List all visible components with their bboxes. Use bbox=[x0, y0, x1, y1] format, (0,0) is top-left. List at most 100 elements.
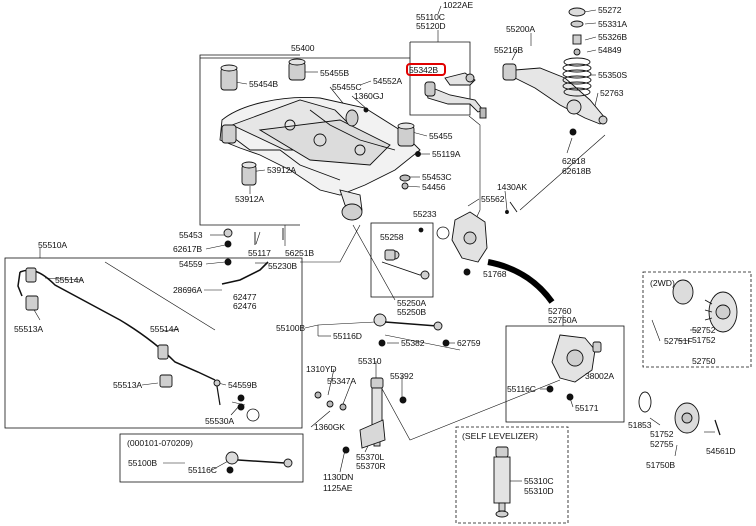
part-label-55326b: 55326B bbox=[598, 32, 628, 42]
part-label-51853: 51853 bbox=[628, 420, 652, 430]
part-label-55216b: 55216B bbox=[494, 45, 524, 55]
part-label-1125ae: 1125AE bbox=[323, 483, 353, 493]
part-label-52760: 52760 bbox=[548, 306, 572, 316]
part-label-55117: 55117 bbox=[248, 248, 271, 258]
bracket-62477 bbox=[221, 228, 284, 285]
part-label-52763: 52763 bbox=[600, 88, 624, 98]
part-label-55382: 55382 bbox=[401, 338, 425, 348]
part-label-54561d: 54561D bbox=[706, 446, 736, 456]
part-label-52750: 52750 bbox=[692, 356, 716, 366]
lower-link bbox=[373, 313, 450, 347]
part-label-28696a: 28696A bbox=[173, 285, 203, 295]
part-label-52751f: 52751F bbox=[664, 336, 693, 346]
subframe bbox=[219, 97, 421, 221]
part-label-51752a: 51752 bbox=[692, 335, 716, 345]
part-label-51750b: 51750B bbox=[646, 460, 676, 470]
connector-lines bbox=[104, 115, 606, 441]
part-label-53912a1: 53912A bbox=[267, 165, 297, 175]
part-label-55347a: 55347A bbox=[327, 376, 357, 386]
highlight-box bbox=[406, 63, 446, 76]
part-label-52750a: 52750A bbox=[548, 315, 578, 325]
part-label-55120d: 55120D bbox=[416, 21, 446, 31]
part-label-55513a1: 55513A bbox=[14, 324, 44, 334]
part-label-1360gj: 1360GJ bbox=[354, 91, 384, 101]
part-label-55230b: 55230B bbox=[268, 261, 298, 271]
subframe-bracket bbox=[199, 54, 300, 226]
date-range-title: (000101-070209) bbox=[127, 438, 193, 448]
part-label-55110c: 55110C bbox=[416, 12, 445, 22]
part-label-1360gk: 1360GK bbox=[314, 422, 345, 432]
part-label-55100b2: 55100B bbox=[128, 458, 158, 468]
part-label-55513a2: 55513A bbox=[113, 380, 143, 390]
part-label-55310c: 55310C bbox=[524, 476, 554, 486]
part-label-55250b: 55250B bbox=[397, 307, 427, 317]
part-label-55370r: 55370R bbox=[356, 461, 386, 471]
coil-spring bbox=[562, 7, 592, 97]
knuckle-center bbox=[451, 201, 518, 276]
part-label-56251b: 56251B bbox=[285, 248, 315, 258]
part-label-55510a: 55510A bbox=[38, 240, 68, 250]
part-label-55514a2: 55514A bbox=[150, 324, 180, 334]
part-label-51768: 51768 bbox=[483, 269, 507, 279]
part-label-53912a2: 53912A bbox=[235, 194, 265, 204]
subframe-bushings bbox=[220, 58, 421, 190]
part-label-55100b1: 55100B bbox=[276, 323, 306, 333]
part-label-55310a: 55310 bbox=[358, 356, 382, 366]
part-label-55119a: 55119A bbox=[432, 149, 461, 159]
part-label-38002a: 38002A bbox=[585, 371, 615, 381]
ref-markers bbox=[246, 226, 450, 422]
part-label-55272: 55272 bbox=[598, 5, 622, 15]
part-label-1310yd: 1310YD bbox=[306, 364, 337, 374]
part-label-55250a: 55250A bbox=[397, 298, 427, 308]
part-label-62759: 62759 bbox=[457, 338, 481, 348]
part-label-55454b: 55454B bbox=[249, 79, 279, 89]
part-label-62477: 62477 bbox=[233, 292, 257, 302]
trailing-arm bbox=[502, 63, 608, 136]
hub-2wd bbox=[672, 279, 738, 333]
part-label-55455c: 55455C bbox=[332, 82, 362, 92]
part-label-55530a: 55530A bbox=[205, 416, 235, 426]
part-label-55400: 55400 bbox=[291, 43, 315, 53]
part-label-62617b: 62617B bbox=[173, 244, 203, 254]
part-label-54456: 54456 bbox=[422, 182, 446, 192]
part-label-54559b: 54559B bbox=[228, 380, 258, 390]
part-label-55562: 55562 bbox=[481, 194, 505, 204]
part-label-62618a: 62618 bbox=[562, 156, 586, 166]
toe-link-box bbox=[370, 222, 434, 298]
two-wd-title: (2WD) bbox=[650, 278, 675, 288]
toe-link bbox=[381, 249, 430, 280]
part-label-54849: 54849 bbox=[598, 45, 622, 55]
part-label-62476: 62476 bbox=[233, 301, 257, 311]
part-label-62618b: 62618B bbox=[562, 166, 592, 176]
part-label-51752b: 51752 bbox=[650, 429, 674, 439]
stabilizer-box bbox=[4, 257, 303, 429]
knuckle-rear bbox=[546, 334, 602, 401]
part-label-1022ae: 1022AE bbox=[443, 0, 473, 10]
part-label-55514a1: 55514A bbox=[55, 275, 85, 285]
part-label-54552a: 54552A bbox=[373, 76, 403, 86]
part-label-55453c: 55453C bbox=[422, 172, 452, 182]
knuckle-box bbox=[505, 325, 625, 423]
part-label-55171: 55171 bbox=[575, 403, 599, 413]
shock-levelizer bbox=[493, 446, 511, 518]
part-label-55200a: 55200A bbox=[506, 24, 536, 34]
two-wd-box bbox=[642, 271, 752, 368]
part-label-55455: 55455 bbox=[429, 131, 453, 141]
part-label-55310d: 55310D bbox=[524, 486, 554, 496]
link-old bbox=[225, 451, 293, 474]
shock-absorber bbox=[314, 377, 407, 454]
part-label-55350s: 55350S bbox=[598, 70, 628, 80]
part-label-55455b: 55455B bbox=[320, 68, 350, 78]
part-label-54559a: 54559 bbox=[179, 259, 203, 269]
self-levelizer-box bbox=[455, 426, 569, 524]
part-label-55453: 55453 bbox=[179, 230, 203, 240]
control-arm-box bbox=[409, 41, 471, 116]
upper-control-arm bbox=[424, 72, 487, 119]
part-label-55342b: 55342B bbox=[409, 65, 439, 75]
part-label-52755: 52755 bbox=[650, 439, 674, 449]
part-label-55258: 55258 bbox=[380, 232, 404, 242]
part-label-55392: 55392 bbox=[390, 371, 414, 381]
part-label-55233: 55233 bbox=[413, 209, 437, 219]
